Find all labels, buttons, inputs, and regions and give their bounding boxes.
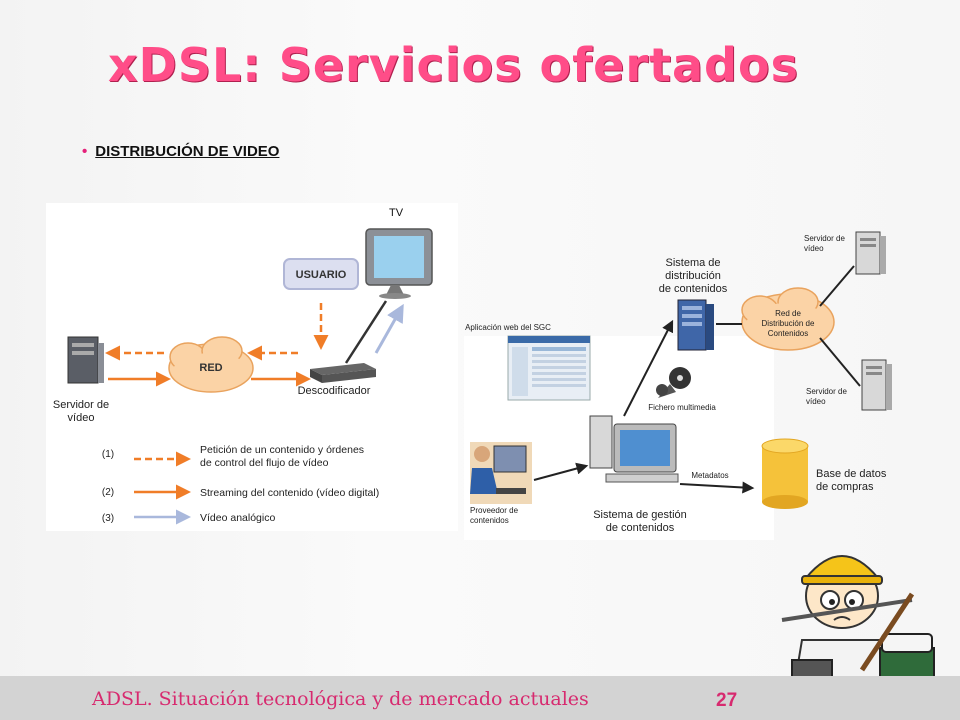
bullet-item: • DISTRIBUCIÓN DE VIDEO bbox=[82, 143, 279, 160]
cdn-label-3: Contenidos bbox=[768, 329, 808, 338]
decoder-tv-cable bbox=[344, 300, 388, 364]
db-label-2: de compras bbox=[816, 481, 874, 493]
server-bot-label-2: vídeo bbox=[806, 397, 826, 406]
provider-label-2: contenidos bbox=[470, 516, 509, 525]
multimedia-label: Fichero multimedia bbox=[648, 403, 716, 412]
usuario-box bbox=[283, 258, 359, 290]
purchases-database-icon bbox=[761, 438, 809, 509]
slide-title: xDSL: Servicios ofertados bbox=[108, 38, 799, 92]
distribution-server-icon bbox=[677, 299, 714, 351]
cdn-to-server-top-line bbox=[819, 265, 855, 307]
red-label: RED bbox=[199, 362, 222, 374]
server-top-label-1: Servidor de bbox=[804, 234, 845, 243]
legend-num-1: (1) bbox=[102, 449, 114, 460]
cms-workstation-icon bbox=[589, 415, 679, 483]
server-icon bbox=[67, 336, 104, 384]
dist-label-1: Sistema de bbox=[665, 257, 720, 269]
bullet-dot-icon: • bbox=[82, 143, 88, 160]
server-label-1: Servidor de bbox=[53, 399, 109, 411]
provider-to-sgc-arrow bbox=[533, 462, 589, 481]
legend-text-1a: Petición de un contenido y órdenes bbox=[200, 444, 364, 456]
dist-label-2: distribución bbox=[665, 270, 721, 282]
page-number: 27 bbox=[716, 690, 738, 711]
content-management-diagram: Aplicación web del SGC Sistema de distri… bbox=[464, 231, 892, 540]
network-cloud-icon bbox=[168, 336, 254, 393]
cdn-label-2: Distribución de bbox=[762, 319, 815, 328]
footer-text: ADSL. Situación tecnológica y de mercado… bbox=[92, 688, 589, 710]
server-bottom-icon bbox=[861, 359, 892, 411]
db-label-1: Base de datos bbox=[816, 468, 887, 480]
legend-text-1b: de control del flujo de vídeo bbox=[200, 457, 329, 469]
film-reel-icon bbox=[656, 367, 691, 398]
legend-num-2: (2) bbox=[102, 487, 114, 498]
decoder-label: Descodificador bbox=[298, 385, 371, 397]
server-top-label-2: vídeo bbox=[804, 244, 824, 253]
cdn-cloud-icon bbox=[741, 287, 835, 351]
server-top-icon bbox=[855, 231, 886, 275]
server-bot-label-1: Servidor de bbox=[806, 387, 847, 396]
sgc-label-2: de contenidos bbox=[606, 522, 675, 534]
content-provider-icon bbox=[470, 442, 532, 504]
sgc-label-1: Sistema de gestión bbox=[593, 509, 687, 521]
metadatos-label: Metadatos bbox=[691, 471, 728, 480]
provider-label-1: Proveedor de bbox=[470, 506, 519, 515]
footer-bar bbox=[0, 676, 960, 720]
tv-label: TV bbox=[389, 207, 404, 219]
cdn-to-server-bottom-line bbox=[819, 337, 861, 387]
decoder-icon bbox=[310, 363, 376, 383]
analog-arrow bbox=[374, 303, 404, 354]
sgc-to-distribution-arrow bbox=[623, 319, 674, 417]
tv-icon bbox=[365, 228, 433, 299]
sgc-to-db-arrow bbox=[679, 481, 755, 494]
web-app-screenshot-icon bbox=[507, 335, 591, 401]
legend-num-3: (3) bbox=[102, 513, 114, 524]
cdn-label-1: Red de bbox=[775, 309, 801, 318]
dist-label-3: de contenidos bbox=[659, 283, 728, 295]
web-app-label: Aplicación web del SGC bbox=[465, 323, 551, 332]
legend-text-3: Vídeo analógico bbox=[200, 512, 275, 524]
server-label-2: vídeo bbox=[68, 412, 95, 424]
bullet-text: DISTRIBUCIÓN DE VIDEO bbox=[95, 143, 280, 160]
usuario-label: USUARIO bbox=[296, 269, 347, 281]
legend-text-2: Streaming del contenido (vídeo digital) bbox=[200, 487, 379, 499]
video-distribution-diagram: TV USUARIO Servidor de vídeo RED Descodi… bbox=[46, 203, 458, 531]
